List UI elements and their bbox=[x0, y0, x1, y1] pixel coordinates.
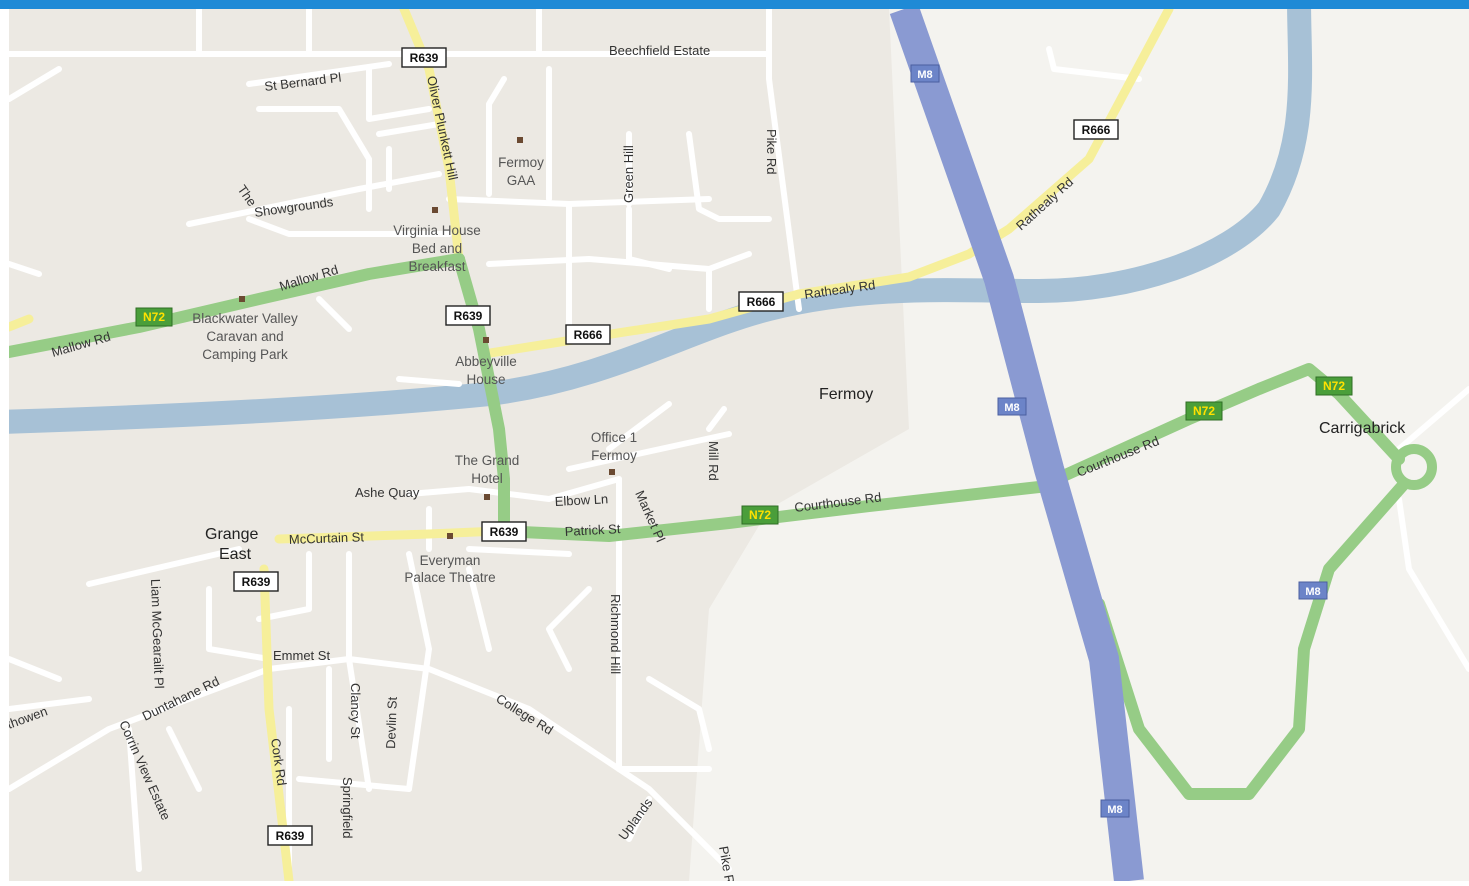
svg-text:N72: N72 bbox=[143, 310, 165, 324]
street-liam: Liam McGearailt Pl bbox=[148, 579, 167, 689]
poi-virginia-3: Breakfast bbox=[408, 259, 465, 274]
svg-text:R639: R639 bbox=[242, 575, 271, 589]
svg-text:N72: N72 bbox=[749, 508, 771, 522]
poi-marker-abbeyville[interactable] bbox=[483, 337, 489, 343]
place-label-carrigabrick: Carrigabrick bbox=[1319, 420, 1406, 437]
street-clancy: Clancy St bbox=[348, 683, 363, 739]
place-label-grange-2: East bbox=[219, 546, 252, 563]
poi-blackwater-2: Caravan and bbox=[206, 329, 283, 344]
street-beechfield: Beechfield Estate bbox=[609, 43, 710, 58]
shield-n72-2: N72 bbox=[741, 505, 779, 525]
poi-blackwater-3: Camping Park bbox=[202, 347, 288, 362]
urban-area bbox=[9, 9, 909, 881]
shield-r639-5: R639 bbox=[267, 825, 313, 846]
place-label-fermoy: Fermoy bbox=[819, 386, 873, 403]
svg-text:N72: N72 bbox=[1323, 379, 1345, 393]
svg-text:R666: R666 bbox=[1082, 123, 1111, 137]
svg-text:R639: R639 bbox=[410, 51, 439, 65]
svg-text:M8: M8 bbox=[1305, 586, 1320, 598]
poi-office-2: Fermoy bbox=[591, 448, 637, 463]
poi-gaa-1: Fermoy bbox=[498, 155, 544, 170]
shield-m8-4: M8 bbox=[1298, 581, 1328, 600]
poi-office-1: Office 1 bbox=[591, 430, 637, 445]
shield-r666-1: R666 bbox=[565, 324, 611, 345]
street-mill-rd: Mill Rd bbox=[706, 441, 721, 481]
poi-abbeyville-2: House bbox=[466, 372, 505, 387]
street-cork-rd: Cork Rd bbox=[268, 737, 289, 786]
motorway-m8 bbox=[889, 4, 1144, 883]
shield-r639-2: R639 bbox=[445, 305, 491, 326]
shield-r666-3: R666 bbox=[1073, 119, 1119, 140]
svg-text:M8: M8 bbox=[1004, 402, 1019, 414]
svg-text:M8: M8 bbox=[1107, 804, 1122, 816]
svg-text:R639: R639 bbox=[276, 829, 305, 843]
shield-r639-4: R639 bbox=[233, 571, 279, 592]
poi-everyman-1: Everyman bbox=[420, 553, 481, 568]
poi-grand-hotel-1: The Grand bbox=[455, 453, 520, 468]
svg-text:N72: N72 bbox=[1193, 404, 1215, 418]
poi-everyman-2: Palace Theatre bbox=[404, 570, 495, 585]
street-pike-rd: Pike Rd bbox=[764, 129, 779, 175]
street-richmond: Richmond Hill bbox=[608, 594, 623, 674]
svg-text:R639: R639 bbox=[490, 525, 519, 539]
poi-marker-office[interactable] bbox=[609, 469, 615, 475]
street-emmet: Emmet St bbox=[273, 648, 330, 663]
shield-n72-1: N72 bbox=[135, 307, 173, 327]
shield-m8-3: M8 bbox=[1100, 799, 1130, 818]
shield-r639-1: R639 bbox=[401, 47, 447, 68]
svg-text:R639: R639 bbox=[454, 309, 483, 323]
poi-abbeyville-1: Abbeyville bbox=[455, 354, 517, 369]
street-patrick: Patrick St bbox=[564, 521, 621, 539]
poi-marker-virginia[interactable] bbox=[432, 207, 438, 213]
street-green-hill: Green Hill bbox=[621, 145, 636, 203]
poi-marker-everyman[interactable] bbox=[447, 533, 453, 539]
poi-marker-blackwater[interactable] bbox=[239, 296, 245, 302]
svg-text:R666: R666 bbox=[747, 295, 776, 309]
shield-m8-1: M8 bbox=[910, 64, 940, 83]
poi-marker-gaa[interactable] bbox=[517, 137, 523, 143]
top-border bbox=[0, 0, 1469, 9]
poi-gaa-2: GAA bbox=[507, 173, 536, 188]
street-elbow-ln: Elbow Ln bbox=[554, 491, 608, 509]
regional-roads bbox=[4, 4, 1174, 886]
svg-text:M8: M8 bbox=[917, 69, 932, 81]
street-pike-edge: Pike Rd bbox=[716, 845, 739, 881]
river-blackwater bbox=[0, 0, 1313, 434]
shield-m8-2: M8 bbox=[997, 397, 1027, 416]
shield-r666-2: R666 bbox=[738, 291, 784, 312]
place-label-grange-1: Grange bbox=[205, 526, 258, 543]
street-ashe-quay: Ashe Quay bbox=[355, 485, 420, 500]
poi-marker-grand-hotel[interactable] bbox=[484, 494, 490, 500]
svg-text:R666: R666 bbox=[574, 328, 603, 342]
local-streets bbox=[6, 6, 1469, 872]
street-devlin: Devlin St bbox=[383, 696, 400, 749]
shield-n72-4: N72 bbox=[1315, 376, 1353, 396]
shield-r639-3: R639 bbox=[481, 521, 527, 542]
poi-grand-hotel-2: Hotel bbox=[471, 471, 503, 486]
shield-n72-3: N72 bbox=[1185, 401, 1223, 421]
street-springfield: Springfield bbox=[340, 777, 355, 838]
street-mccurtain: McCurtain St bbox=[289, 529, 365, 547]
poi-blackwater-1: Blackwater Valley bbox=[192, 311, 298, 326]
poi-virginia-1: Virginia House bbox=[393, 223, 481, 238]
poi-virginia-2: Bed and bbox=[412, 241, 462, 256]
